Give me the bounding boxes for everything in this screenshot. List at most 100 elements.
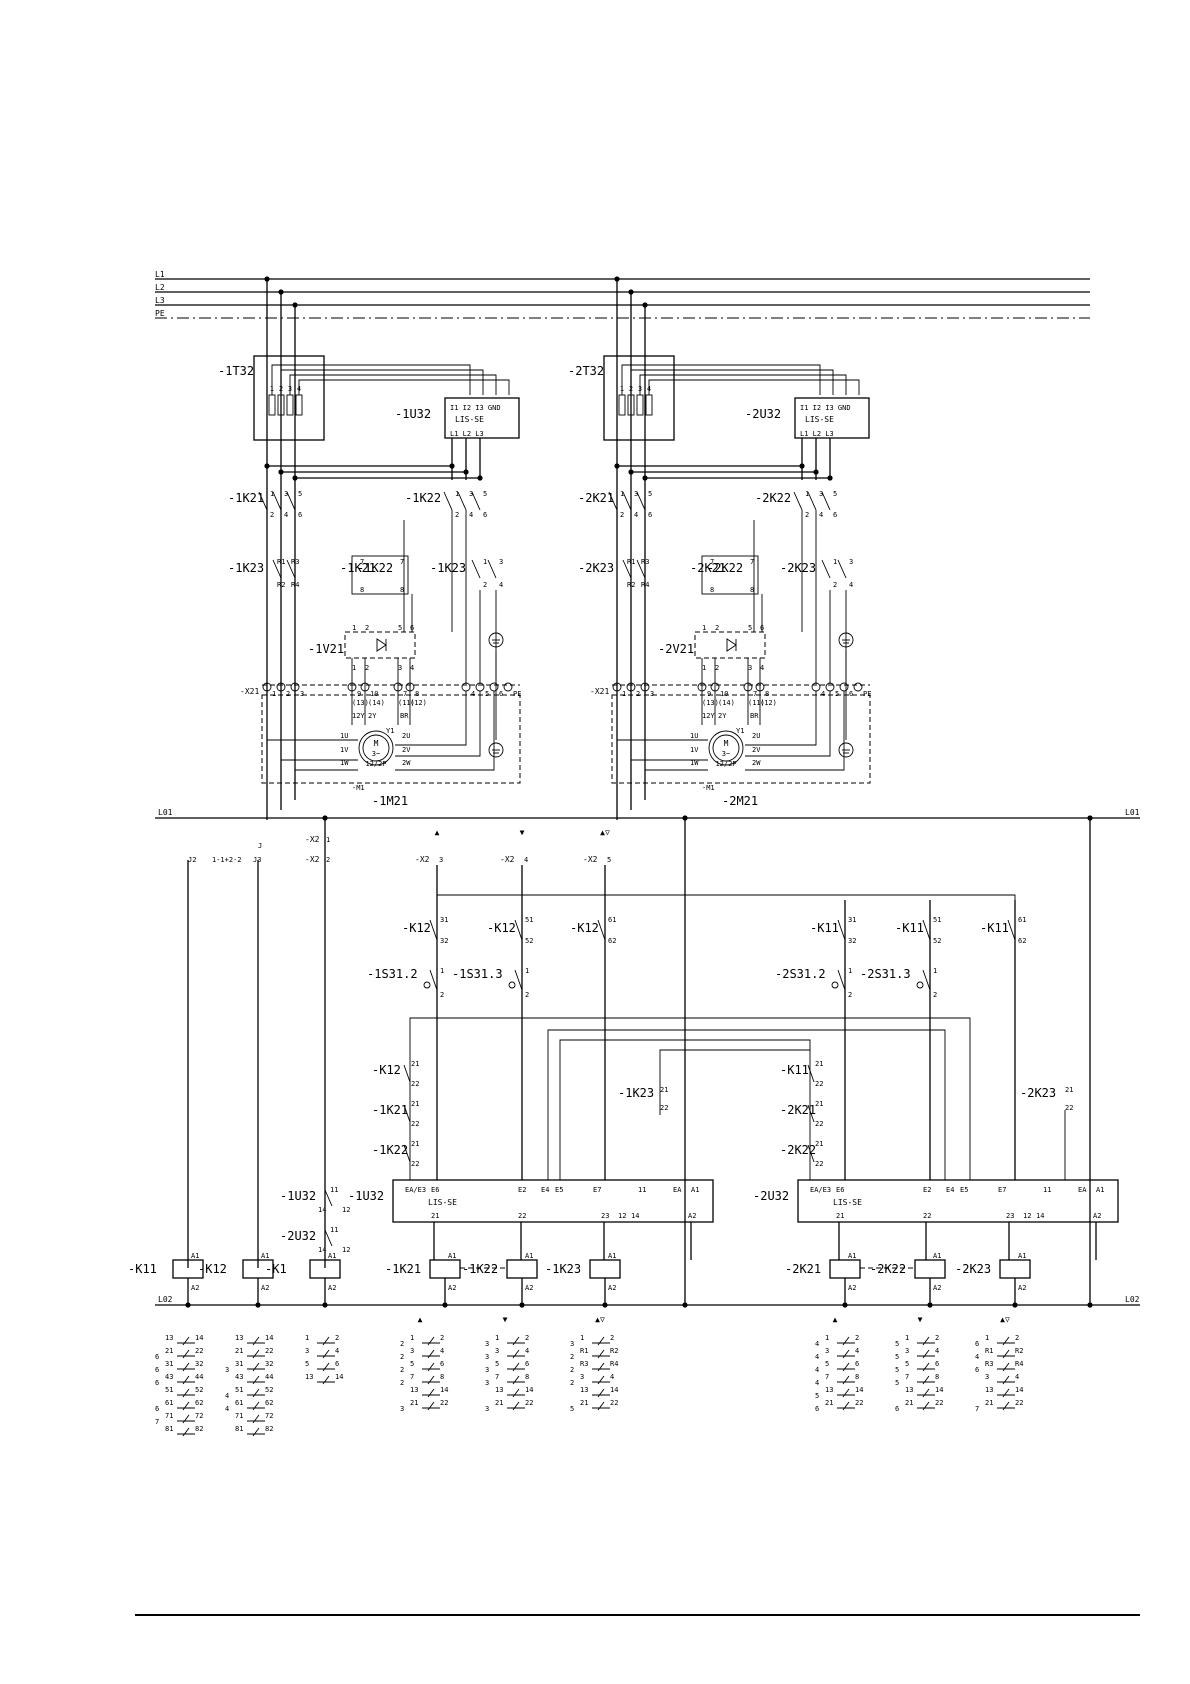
label: 2U <box>752 732 760 740</box>
lis-terminal: 11 <box>638 1186 646 1194</box>
contact-b: 14 <box>440 1386 448 1394</box>
junction-dot <box>1012 1302 1018 1308</box>
wire <box>922 969 931 991</box>
lis-type: LIS-SE <box>428 1198 457 1207</box>
lis-output: 22 <box>923 1212 931 1220</box>
label: 5 <box>485 690 489 698</box>
label: 4 <box>410 664 414 672</box>
label: 1 <box>272 690 276 698</box>
contact-b: 14 <box>335 1373 343 1381</box>
contact-ref: 6 <box>155 1353 159 1361</box>
coil <box>506 1259 538 1279</box>
contact-a: 7 <box>410 1373 414 1381</box>
lis-output: 12 <box>618 1212 626 1220</box>
wire <box>514 969 523 991</box>
rail-label: L3 <box>155 296 165 305</box>
j2: J2 <box>188 856 196 864</box>
label: 2V <box>752 746 761 754</box>
contactor-label: -2K21 <box>690 561 726 575</box>
contact-label: -1K22 <box>372 1143 408 1157</box>
coil-a1: A1 <box>1018 1252 1026 1260</box>
contact-b: R4 <box>1015 1360 1023 1368</box>
rectifier-box <box>694 631 766 659</box>
motor-poles: 12/2P <box>715 760 736 768</box>
contact-b: 4 <box>1015 1373 1019 1381</box>
label: 7 <box>403 690 407 698</box>
aux-label: -2U32 <box>280 1229 316 1243</box>
lis-terminal: A1 <box>1096 1186 1104 1194</box>
contact-ref: 4 <box>225 1392 229 1400</box>
transformer-label: -2T32 <box>568 364 604 378</box>
label: 4 <box>499 581 503 589</box>
contact-b: R2 <box>610 1347 618 1355</box>
contact-ref: 6 <box>155 1366 159 1374</box>
label: 22 <box>660 1104 668 1112</box>
contact-a: R3 <box>580 1360 588 1368</box>
j-mid: 1-1+2-2 <box>212 856 242 864</box>
label: 8 <box>710 586 714 594</box>
label: 8 <box>360 586 364 594</box>
lis-outputs: L1 L2 L3 <box>800 430 834 438</box>
contact-ref: 3 <box>225 1366 229 1374</box>
label: R4 <box>291 581 299 589</box>
motor-M: M <box>724 739 729 748</box>
contact-blade <box>597 1349 605 1359</box>
label: (14) <box>718 699 735 707</box>
coil <box>309 1259 341 1279</box>
contact-a: 1 <box>985 1334 989 1342</box>
contact-b: 2 <box>1015 1334 1019 1342</box>
label: 62 <box>1018 937 1026 945</box>
terminal <box>839 682 849 692</box>
contact-a: 51 <box>165 1386 173 1394</box>
lis-type: LIS-SE <box>833 1198 862 1207</box>
contact-label: -2K23 <box>1020 1086 1056 1100</box>
terminal <box>290 682 300 692</box>
contactor-label: -1K23 <box>228 561 264 575</box>
label: 3 <box>398 664 402 672</box>
label: 6 <box>499 690 503 698</box>
transformer-coil <box>286 394 294 416</box>
contact-b: 2 <box>525 1334 529 1342</box>
contact-ref: 7 <box>975 1405 979 1413</box>
contact-blade <box>512 1336 520 1346</box>
switch-knob <box>508 981 516 989</box>
contact-blade <box>252 1414 260 1424</box>
label: 22 <box>815 1080 823 1088</box>
terminal <box>276 682 286 692</box>
interlock-bus <box>547 1029 946 1180</box>
label: 1U <box>690 732 698 740</box>
contact-b: 62 <box>195 1399 203 1407</box>
label: (11) <box>398 699 415 707</box>
contact-blade <box>821 491 831 511</box>
wire <box>429 969 438 991</box>
terminal <box>503 682 513 692</box>
x2-tag: -X2 <box>305 835 320 844</box>
contact-a: 13 <box>305 1373 313 1381</box>
contact-a: 1 <box>825 1334 829 1342</box>
contact-blade <box>322 1336 330 1346</box>
coil-a2: A2 <box>191 1284 199 1292</box>
contact-blade <box>807 491 817 511</box>
contact-blade <box>922 1401 930 1411</box>
contact-blade <box>182 1401 190 1411</box>
label: 9 <box>357 690 361 698</box>
contact-blade <box>322 1375 330 1385</box>
junction-dot <box>602 1302 608 1308</box>
label: 7 <box>710 558 714 566</box>
contact-ref: 2 <box>400 1353 404 1361</box>
contact-a: 81 <box>165 1425 173 1433</box>
coil <box>429 1259 461 1279</box>
label: 1 <box>352 624 356 632</box>
contact-blade <box>837 559 847 579</box>
label: 2Y <box>368 712 377 720</box>
label: 21 <box>660 1086 668 1094</box>
transformer-coil <box>268 394 276 416</box>
direction-arrow: ▲ <box>418 1315 423 1324</box>
contact-blade <box>427 1349 435 1359</box>
contactor-label: -1K21 <box>228 491 264 505</box>
coil-a1: A1 <box>933 1252 941 1260</box>
coil <box>829 1259 861 1279</box>
label: 2 <box>525 991 529 999</box>
contact-a: 21 <box>235 1347 243 1355</box>
